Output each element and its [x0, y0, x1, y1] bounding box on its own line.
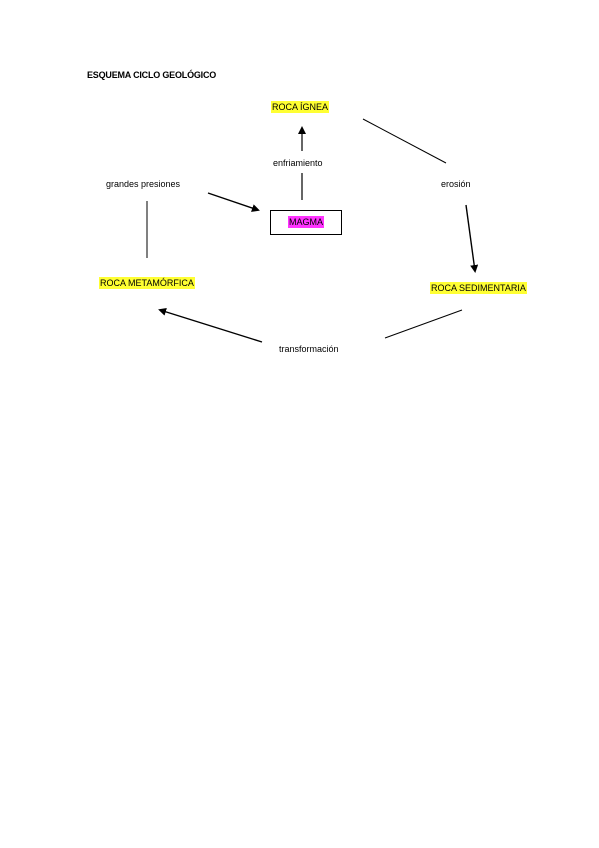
node-magma: MAGMA: [288, 216, 325, 228]
node-roca-sedimentaria: ROCA SEDIMENTARIA: [430, 282, 527, 294]
process-enfriamiento: enfriamiento: [273, 158, 323, 168]
process-grandes-presiones: grandes presiones: [106, 179, 181, 189]
arrow-grandes-presiones-magma: [207, 192, 260, 212]
node-roca-metamorfica: ROCA METAMÓRFICA: [99, 277, 195, 289]
connector-roca-ignea-erosion: [362, 118, 447, 164]
arrow-erosion-roca-sedimentaria: [465, 204, 479, 273]
node-roca-metamorfica-label: ROCA METAMÓRFICA: [99, 277, 195, 289]
node-roca-ignea: ROCA ÍGNEA: [271, 101, 330, 113]
arrow-transformacion-roca-metamorfica: [158, 307, 263, 343]
node-magma-label: MAGMA: [288, 216, 325, 228]
process-transformacion: transformación: [279, 344, 339, 354]
node-roca-ignea-label: ROCA ÍGNEA: [271, 101, 330, 113]
process-erosion: erosión: [441, 179, 471, 189]
connector-roca-sedimentaria-transformacion: [384, 309, 463, 339]
node-roca-sedimentaria-label: ROCA SEDIMENTARIA: [430, 282, 527, 294]
node-magma-box: [270, 210, 342, 235]
diagram-title: ESQUEMA CICLO GEOLÓGICO: [87, 70, 217, 80]
